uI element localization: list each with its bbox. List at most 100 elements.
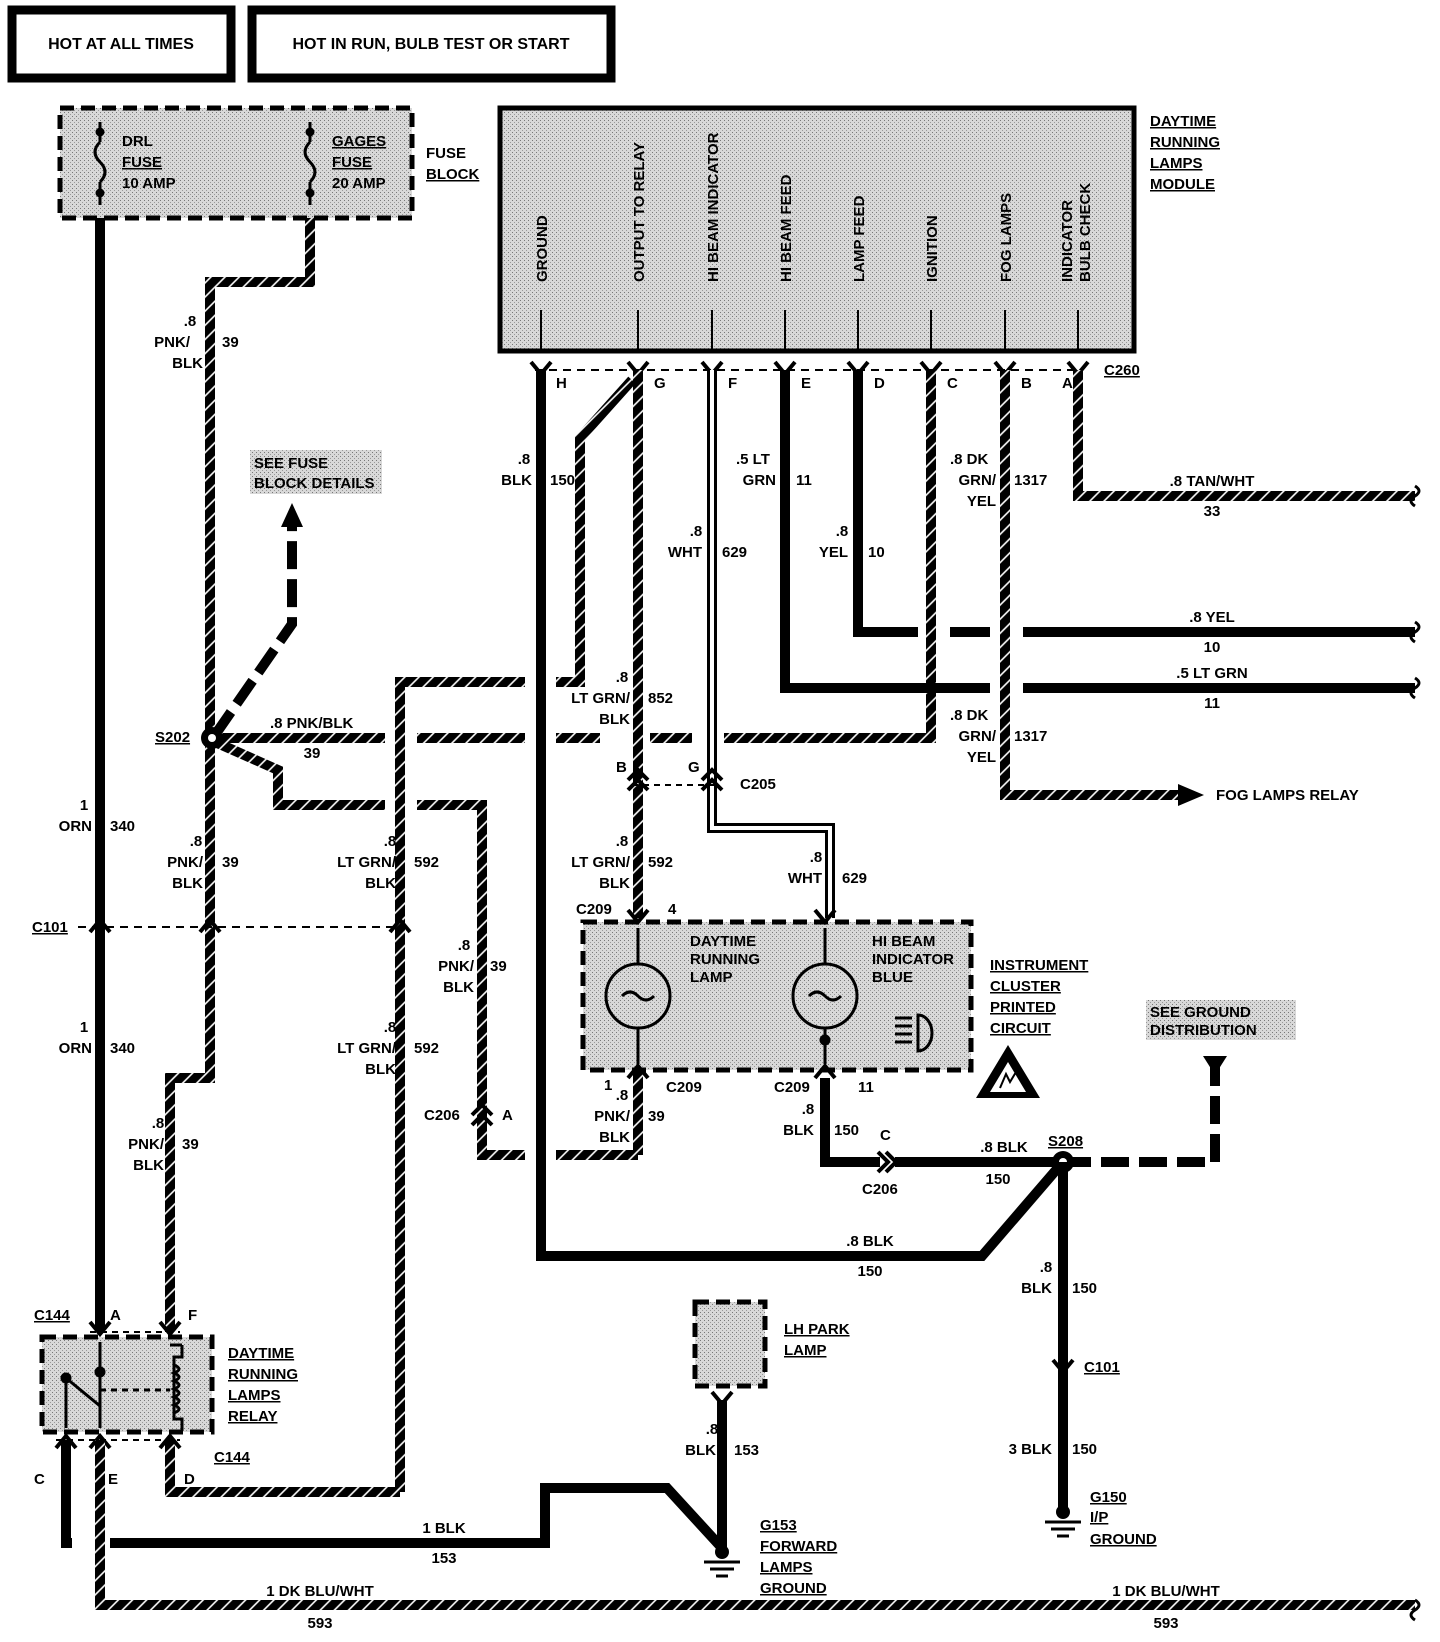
c206-label-right: C206 xyxy=(862,1181,898,1198)
wl-pnk39-a2: PNK/ xyxy=(154,334,191,351)
cluster-hi-beam1: HI BEAM xyxy=(872,933,935,950)
wl-blk3-150-2: 150 xyxy=(1072,1441,1097,1458)
cluster-hi-beam2: INDICATOR xyxy=(872,951,954,968)
see-fuse-block-bg xyxy=(250,450,382,494)
wire-pnk-39-c206 xyxy=(417,800,525,1160)
c206-pin-glyphs xyxy=(470,1102,899,1174)
see-ground-bg xyxy=(1146,1000,1296,1040)
wl-pnk39-e4: 39 xyxy=(648,1108,665,1125)
wl-yel10-3: 10 xyxy=(868,544,885,561)
wl-pnk39-c1: .8 xyxy=(152,1115,165,1132)
wl-pnk39-c4: 39 xyxy=(182,1136,199,1153)
pin-label-ignition: IGNITION xyxy=(924,215,941,282)
wl-ltgrn11-3: 11 xyxy=(796,472,812,489)
wl-pnk39-e3: BLK xyxy=(599,1129,630,1146)
wl-blk150-b1: .8 xyxy=(802,1101,815,1118)
c209-bottom-label1: C209 xyxy=(666,1079,702,1096)
instrument-cluster xyxy=(580,919,974,1073)
wl-dkblu-a1: 1 DK BLU/WHT xyxy=(266,1583,374,1600)
g150-line2: I/P xyxy=(1090,1509,1108,1526)
wl-592-b2: LT GRN/ xyxy=(337,1040,397,1057)
wl-dkblu-b1: 1 DK BLU/WHT xyxy=(1112,1583,1220,1600)
g150-line3: GROUND xyxy=(1090,1531,1157,1548)
relay-title1: DAYTIME xyxy=(228,1345,294,1362)
c205-pin-g: G xyxy=(688,759,700,776)
c206-pin-c: C xyxy=(880,1127,891,1144)
relay-pin-e: E xyxy=(108,1471,118,1488)
wl-blk-h150-b2: 150 xyxy=(857,1263,882,1280)
wl-pnk39-c2: PNK/ xyxy=(128,1136,165,1153)
wl-592-b1: .8 xyxy=(384,1019,397,1036)
wl-592-a1: .8 xyxy=(384,833,397,850)
esd-warning-icon xyxy=(976,1045,1040,1098)
wire-dkgrn-1317 xyxy=(1000,370,1180,800)
see-fuse-line1: SEE FUSE xyxy=(254,455,328,472)
wl-wht629-a2: WHT xyxy=(668,544,702,561)
wl-592-a4: 592 xyxy=(414,854,439,871)
g150-ground-symbol xyxy=(1045,1505,1081,1538)
cluster-title2: CLUSTER xyxy=(990,978,1061,995)
cluster-hi-beam3: BLUE xyxy=(872,969,913,986)
wl-pnk39-c3: BLK xyxy=(133,1157,164,1174)
wl-852-3: BLK xyxy=(599,711,630,728)
module-title4: MODULE xyxy=(1150,176,1215,193)
c260-pin-e: E xyxy=(801,375,811,392)
wl-ltgrn11-1: .5 LT xyxy=(736,451,770,468)
hot-at-all-times-box xyxy=(7,5,236,83)
wl-592-c4: 592 xyxy=(648,854,673,871)
c205-pin-glyphs xyxy=(626,767,724,792)
g153-line2: FORWARD xyxy=(760,1538,837,1555)
c209-pin-1: 1 xyxy=(604,1077,612,1094)
wl-wht629-b1: .8 xyxy=(810,849,823,866)
wl-1317-a2: GRN/ xyxy=(959,472,997,489)
drl-relay xyxy=(39,1334,215,1435)
c260-pin-g: G xyxy=(654,375,666,392)
see-ground-line1: SEE GROUND xyxy=(1150,1004,1251,1021)
drl-fuse-line1: DRL xyxy=(122,133,153,150)
wl-1317-a1: .8 DK xyxy=(950,451,989,468)
drl-fuse-symbol xyxy=(93,122,107,205)
g150-line1: G150 xyxy=(1090,1489,1127,1506)
wire-pnk-39-s202-branch xyxy=(212,737,385,810)
see-fuse-line2: BLOCK DETAILS xyxy=(254,475,375,492)
c260-pin-a: A xyxy=(1062,375,1073,392)
pin-label-hi-beam-indicator: HI BEAM INDICATOR xyxy=(705,132,722,282)
pin-label-ground: GROUND xyxy=(534,215,551,282)
cluster-drl-lamp3: LAMP xyxy=(690,969,733,986)
hi-beam-icon xyxy=(895,1013,934,1053)
wl-yel-h1: .8 YEL xyxy=(1189,609,1235,626)
wl-pnk39-d3: BLK xyxy=(443,979,474,996)
wl-ltgrn-h1: .5 LT GRN xyxy=(1176,665,1247,682)
drl-module xyxy=(497,105,1137,354)
c206-label-left: C206 xyxy=(424,1107,460,1124)
c260-pin-h: H xyxy=(556,375,567,392)
wl-blk1-153-2: 153 xyxy=(431,1550,456,1567)
c144-top-label: C144 xyxy=(34,1307,71,1324)
wl-1317-b1: .8 DK xyxy=(950,707,989,724)
wl-1317-a3: YEL xyxy=(967,493,996,510)
pin-label-indicator: INDICATOR xyxy=(1059,200,1076,282)
wl-592-c1: .8 xyxy=(616,833,629,850)
wl-592-c3: BLK xyxy=(599,875,630,892)
relay-pin-c: C xyxy=(34,1471,45,1488)
wl-tanwht-1: .8 TAN/WHT xyxy=(1170,473,1255,490)
wl-ltgrn11-2: GRN xyxy=(743,472,776,489)
wl-pnk39-b1: .8 xyxy=(190,833,203,850)
hot-at-all-times-label: HOT AT ALL TIMES xyxy=(48,36,194,53)
wire-blk-153-relay xyxy=(61,1440,72,1548)
wl-yel10-1: .8 xyxy=(836,523,849,540)
relay-title4: RELAY xyxy=(228,1408,277,1425)
wl-wht629-a3: 629 xyxy=(722,544,747,561)
wl-wht629-b2: WHT xyxy=(788,870,822,887)
fog-lamps-relay-label: FOG LAMPS RELAY xyxy=(1216,787,1359,804)
wl-852-4: 852 xyxy=(648,690,673,707)
wl-852-1: .8 xyxy=(616,669,629,686)
wl-blk150-c2: BLK xyxy=(1021,1280,1052,1297)
wire-ltgrn-11 xyxy=(780,370,990,693)
g153-line4: GROUND xyxy=(760,1580,827,1597)
c144-bottom-label: C144 xyxy=(214,1449,251,1466)
cluster-drl-lamp2: RUNNING xyxy=(690,951,760,968)
gages-fuse-line3: 20 AMP xyxy=(332,175,386,192)
wl-pnk39-a3: BLK xyxy=(172,355,203,372)
